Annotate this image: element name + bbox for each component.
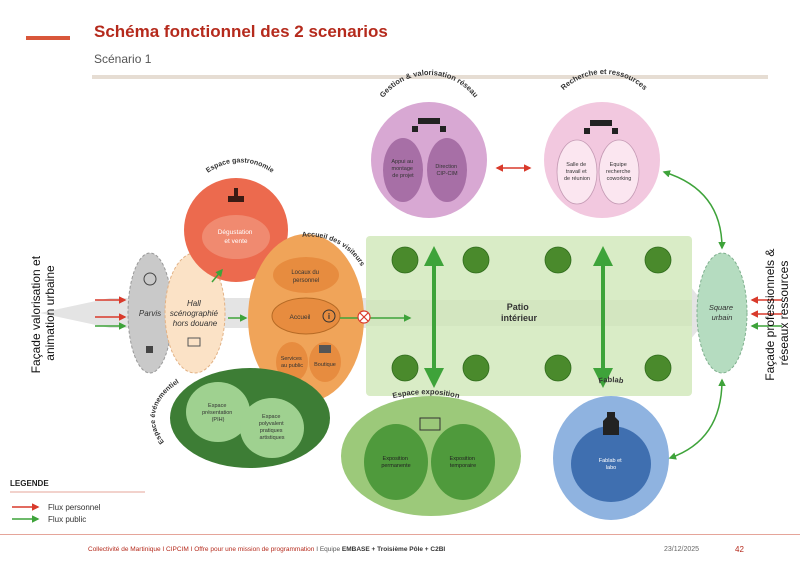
seating-icon	[187, 337, 201, 347]
gestion-item-2-label: Direction CIP-CIM	[435, 164, 458, 177]
meeting-icon	[412, 118, 446, 132]
gastronomie-item	[202, 215, 270, 259]
footer-team-prefix: I Equipe	[314, 546, 342, 553]
gestion-title: Gestion & valorisation réseau	[378, 68, 481, 100]
exposition-item-2	[431, 424, 495, 500]
info-glyph: i	[328, 312, 330, 321]
evenementiel-item-2	[240, 398, 304, 458]
footer-rule	[0, 534, 800, 535]
services-label: Services au public	[281, 356, 304, 369]
footer-team: EMBASE + Troisième Pôle + C2BI	[341, 546, 446, 553]
footer-date: 23/12/2025	[664, 546, 700, 553]
hall-label: Hall scénographié hors douane	[170, 299, 220, 328]
patio-label: Patio intérieur	[501, 302, 538, 323]
square-label: Square urbain	[709, 303, 735, 322]
recherche-square-arrow	[662, 170, 726, 250]
page-subtitle: Scénario 1	[94, 52, 152, 66]
boutique-item	[309, 342, 341, 382]
fablab-item	[571, 426, 651, 502]
footer-separator: I	[160, 546, 167, 553]
tree-icon	[644, 246, 672, 274]
legend-title: LEGENDE	[10, 479, 49, 488]
shop-icon	[319, 345, 331, 353]
hall-to-gastronomie-arrow	[211, 268, 223, 283]
recherche-item-1	[556, 139, 598, 205]
recherche-item-2-label: Equipe recherche coworking	[606, 162, 632, 182]
footer-org: CIPCIM	[166, 546, 189, 553]
gastronomie-title: Espace gastronomie	[205, 157, 275, 174]
facade-left-label: Façade valorisation et animation urbaine	[29, 253, 57, 374]
tree-icon	[544, 246, 572, 274]
footer-mission: Offre pour une mission de programmation	[194, 546, 315, 553]
page-title: Schéma fonctionnel des 2 scenarios	[94, 22, 388, 41]
recherche-item-1-label: Salle de travail et de réunion	[564, 162, 590, 182]
locaux-label: Locaux du personnel	[291, 270, 320, 284]
gastronomie-item-label: Dégustation et vente	[218, 229, 255, 245]
no-access-cross-2	[359, 312, 369, 322]
boutique-label: Boutique	[314, 362, 336, 368]
evenementiel-item-2-label: Espace polyvalent pratiques artistiques	[259, 414, 285, 441]
footer-separator: I	[188, 546, 195, 553]
footer-text: Collectivité de Martinique I CIPCIM I Of…	[88, 546, 445, 553]
services-item	[276, 342, 308, 382]
legend-flux-public-label: Flux public	[48, 515, 86, 524]
bottle-icon	[603, 412, 619, 435]
patio-flow-overlay	[366, 300, 692, 326]
tree-icon	[462, 354, 490, 382]
parvis-service-icon	[143, 272, 157, 286]
legend-flux-personnel-label: Flux personnel	[48, 503, 101, 512]
facade-right-label: Façade professionnels & réseaux ressourc…	[763, 245, 791, 380]
evenementiel-item-1-label: Espace présentation (PIH)	[202, 403, 234, 423]
tree-icon	[544, 354, 572, 382]
cup-icon	[146, 346, 153, 353]
fablab-item-label: Fablab et labo	[599, 458, 623, 471]
tree-icon	[644, 354, 672, 382]
exposition-item-1	[364, 424, 428, 500]
fablab-title: Fablab	[598, 375, 625, 385]
tree-icon	[391, 354, 419, 382]
parvis-label: Parvis	[139, 309, 161, 318]
gestion-item-1-label: Appui au montage de projet	[391, 159, 414, 179]
exposition-title: Espace exposition	[391, 387, 461, 400]
square-fablab-arrow	[668, 378, 726, 460]
info-icon	[322, 309, 336, 323]
recherche-title: Recherche et ressources	[559, 67, 649, 92]
accueil-item	[271, 297, 341, 335]
footer-client: Collectivité de Martinique	[88, 546, 161, 553]
accueil-label: Accueil	[290, 314, 312, 321]
patio-trees	[391, 246, 672, 382]
header-rule	[92, 75, 768, 79]
tree-icon	[462, 246, 490, 274]
recherche-item-2	[598, 139, 640, 205]
page-number: 42	[735, 545, 744, 554]
workspace-icon	[584, 120, 618, 134]
title-accent-bar	[26, 36, 70, 40]
evenementiel-item-1	[186, 382, 250, 442]
locaux-item	[273, 257, 339, 293]
exposition-item-2-label: Exposition temporaire	[450, 456, 477, 469]
wine-icon	[228, 188, 244, 202]
gestion-item-1	[383, 138, 423, 202]
gestion-item-2	[427, 138, 467, 202]
exposition-item-1-label: Exposition permanente	[381, 456, 410, 469]
square-zone	[696, 252, 748, 374]
tree-icon	[391, 246, 419, 274]
exhibit-icon	[419, 417, 441, 431]
